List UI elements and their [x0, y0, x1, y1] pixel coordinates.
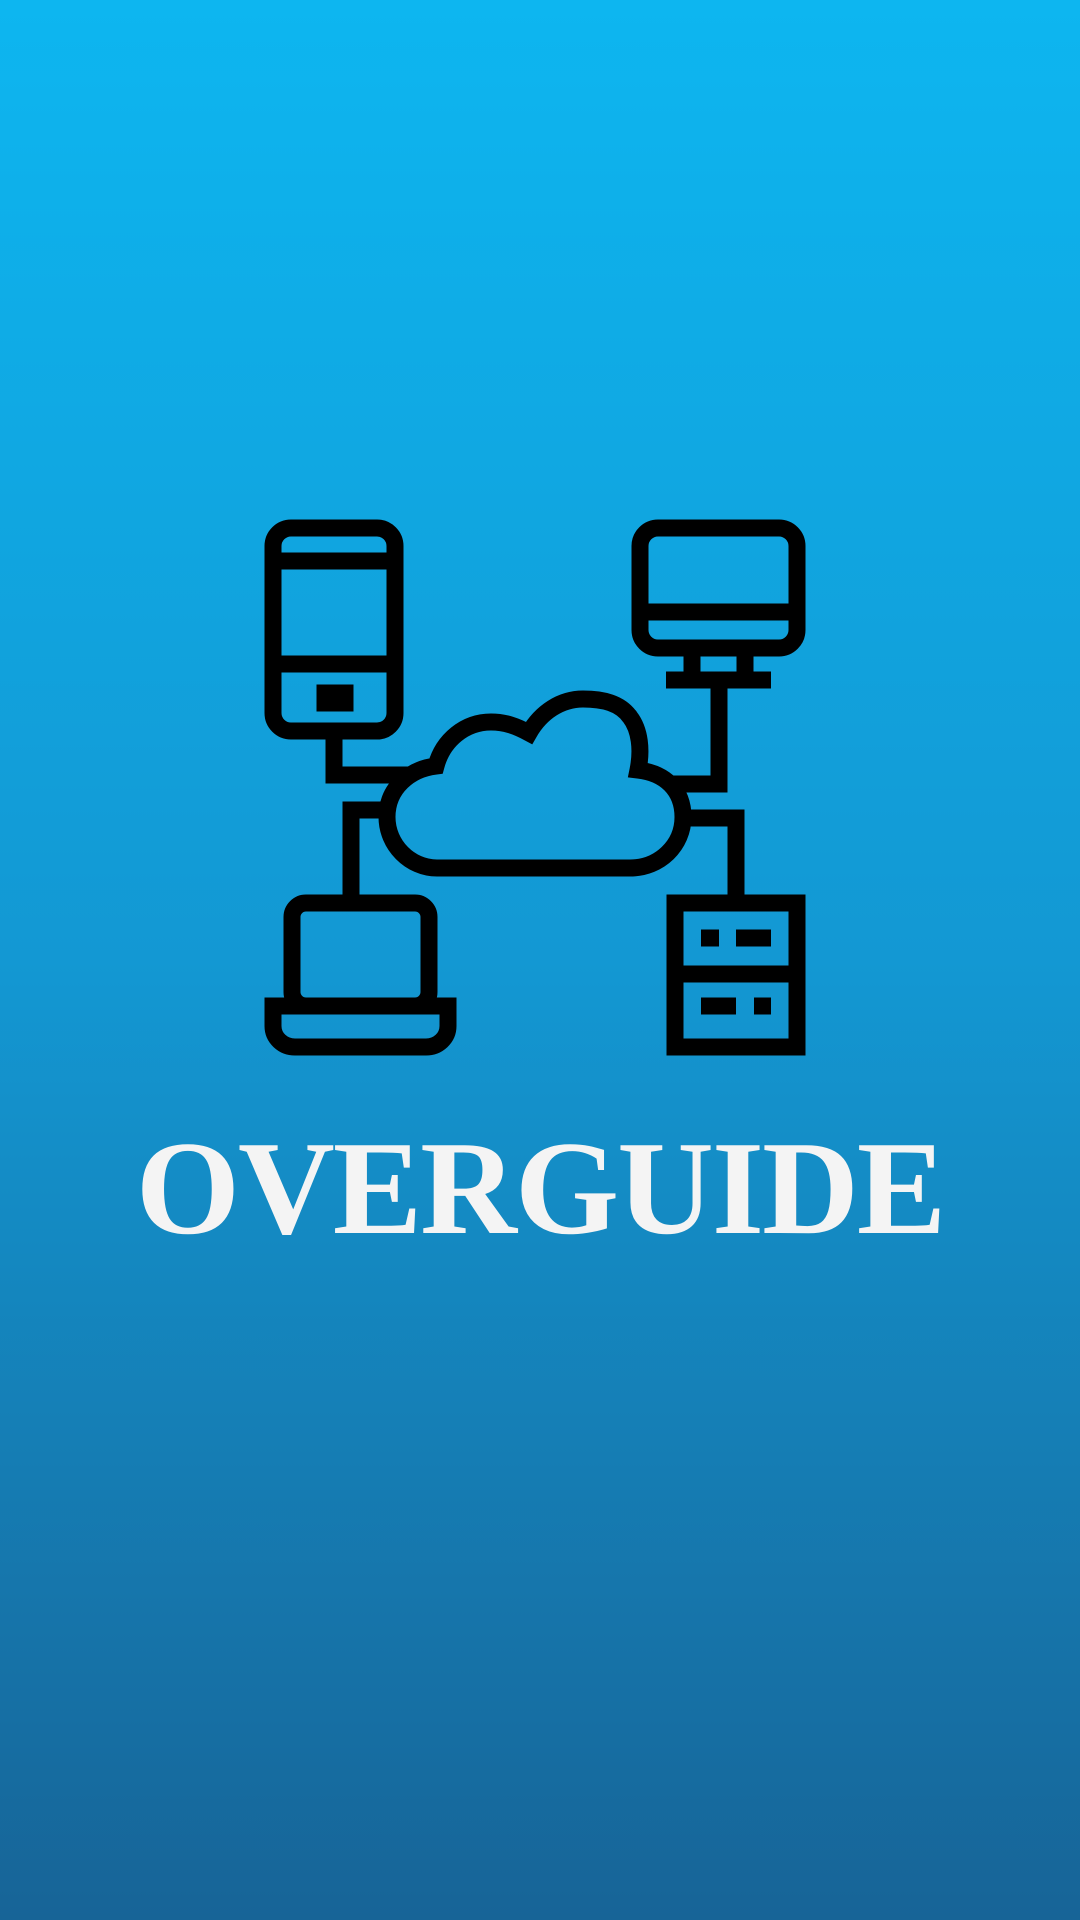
monitor-icon — [631, 519, 806, 793]
cloud-icon — [378, 690, 692, 877]
app-title: OVERGUIDE — [135, 1114, 946, 1262]
phone-icon — [264, 519, 412, 784]
server-icon — [666, 809, 806, 1056]
laptop-icon — [264, 801, 457, 1056]
